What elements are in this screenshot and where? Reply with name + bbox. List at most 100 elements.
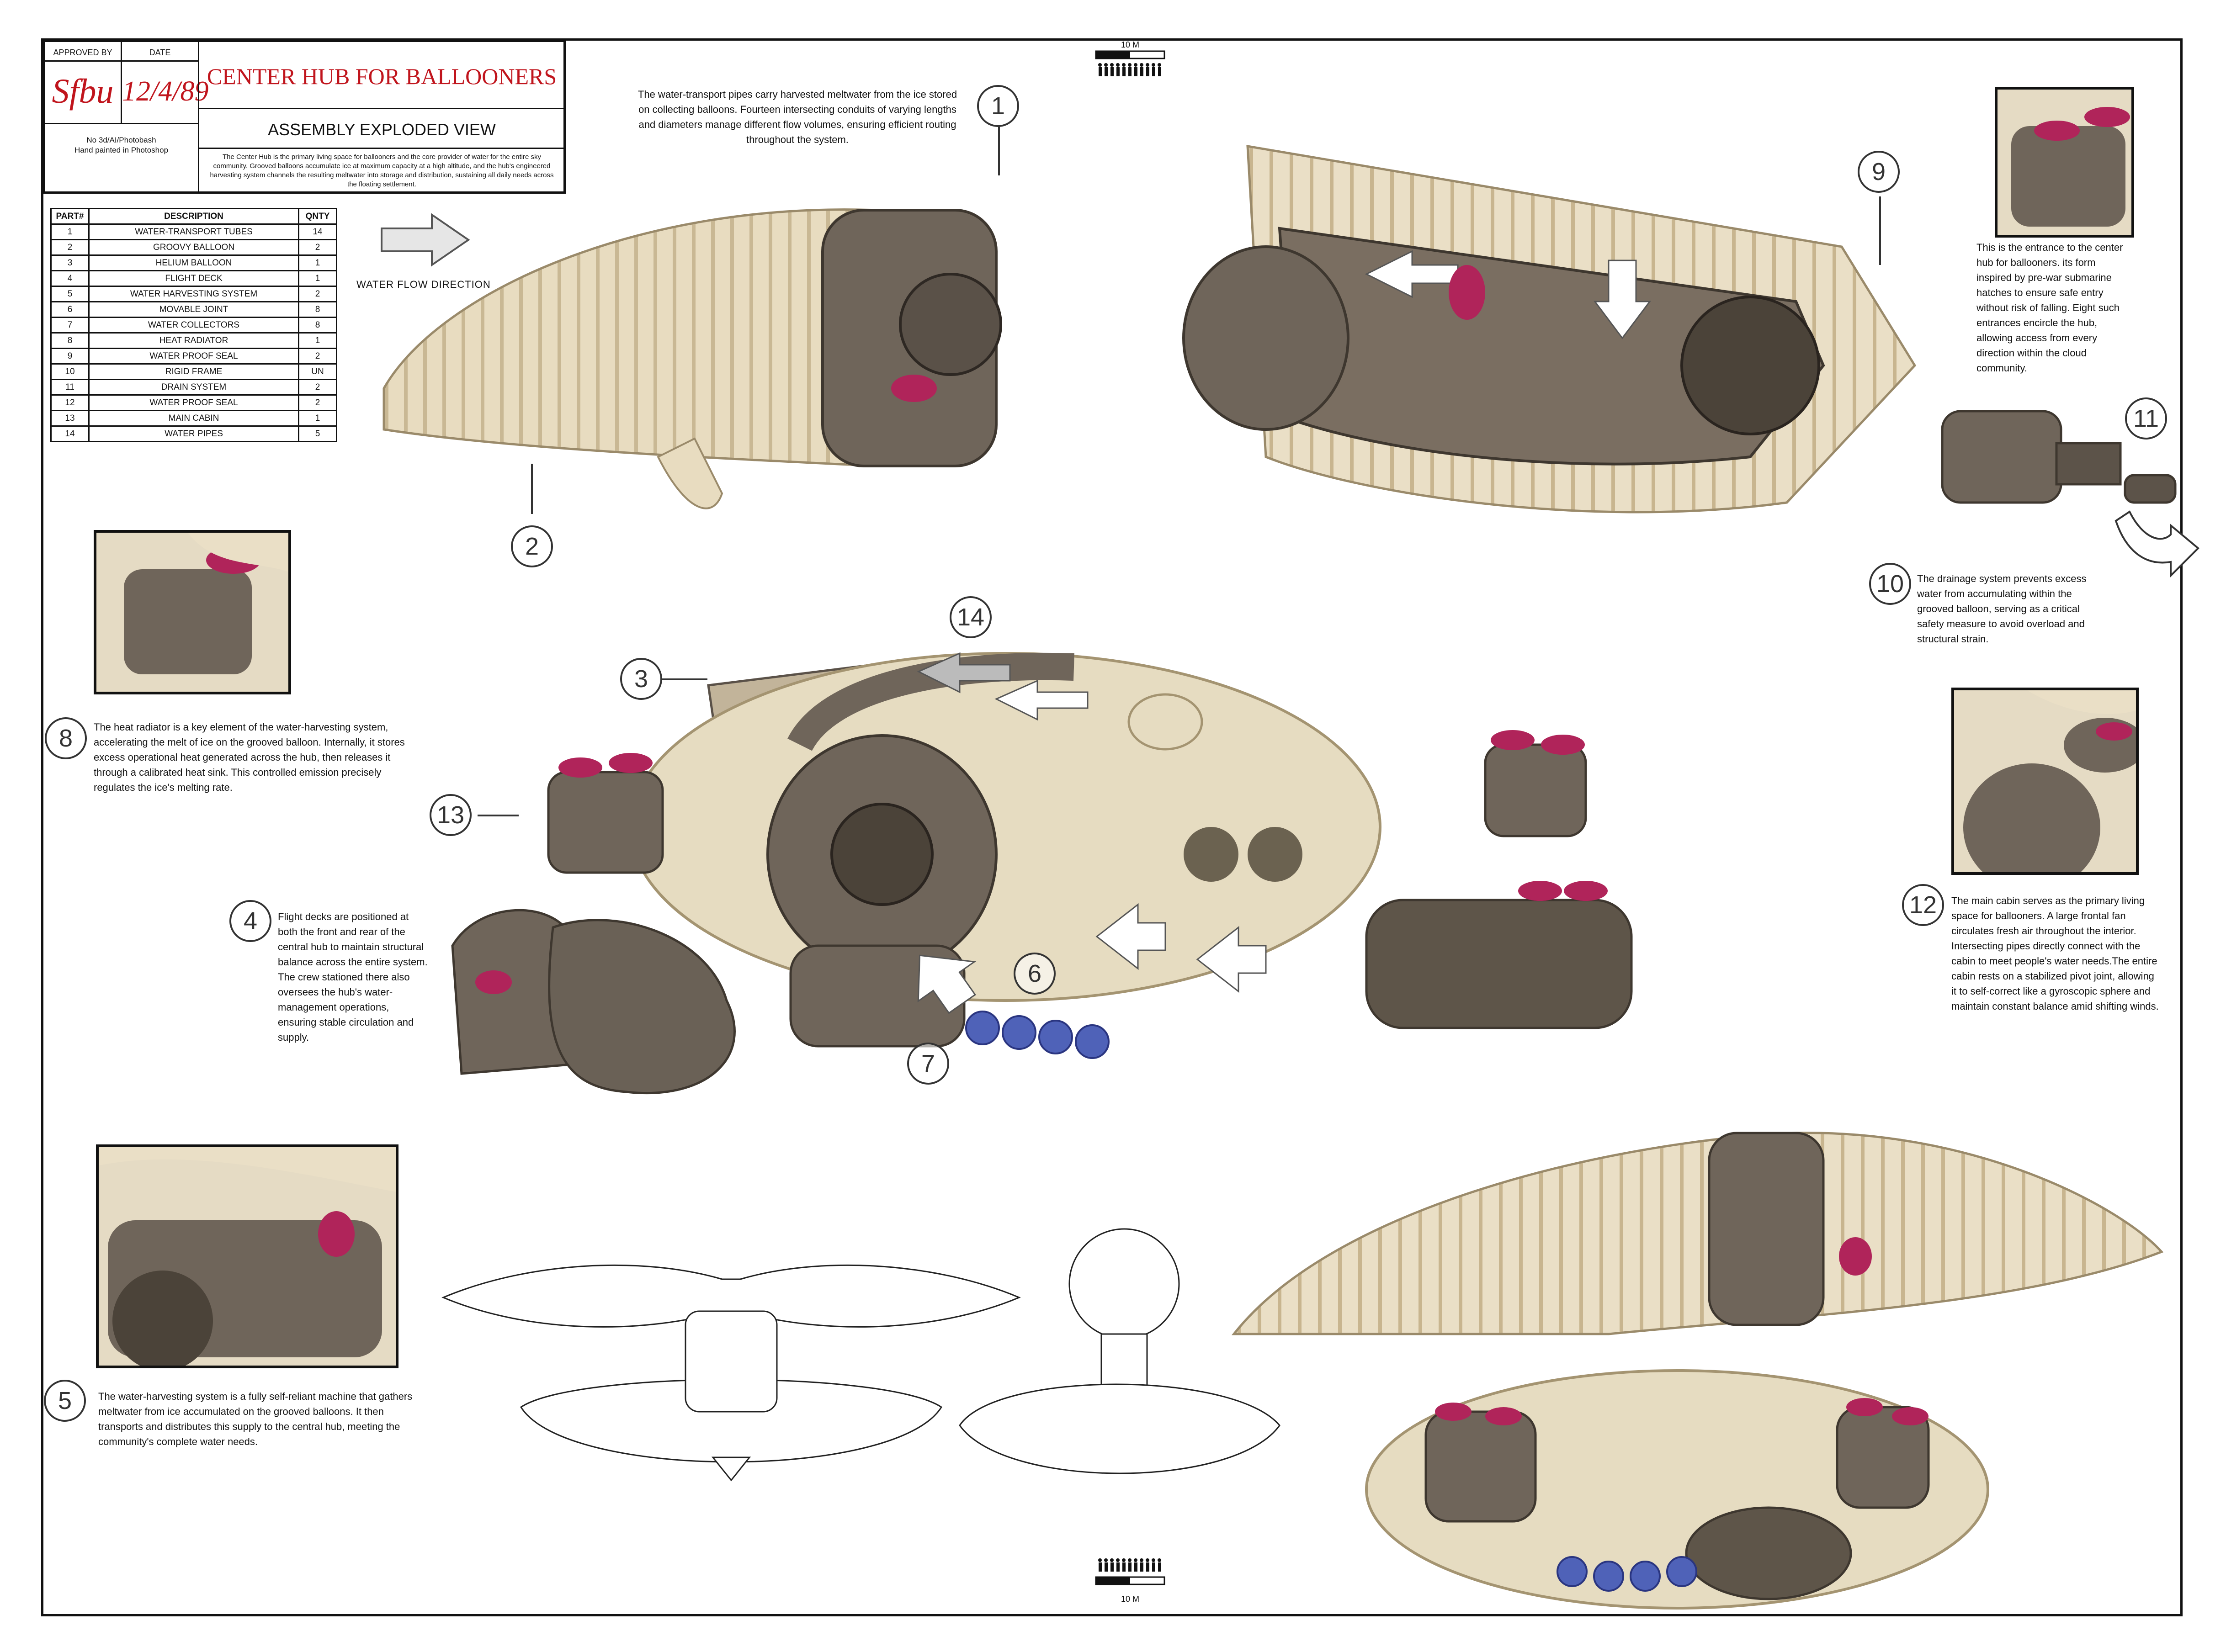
scale-figure-body: [1099, 67, 1102, 76]
part-number: 3: [50, 254, 90, 271]
callout-9: 9: [1858, 151, 1900, 193]
description-flight-deck: Flight decks are positioned at both the …: [278, 911, 428, 1043]
scale-figure-body: [1110, 1562, 1114, 1572]
callout-3: 3: [620, 658, 662, 700]
notes-line-1: No 3d/AI/Photobash: [86, 136, 156, 144]
date-label: DATE: [121, 41, 199, 62]
callout-4: 4: [229, 900, 271, 942]
summary-text: The Center Hub is the primary living spa…: [198, 148, 566, 194]
scale-bar-bottom: [1095, 1558, 1165, 1585]
part-number: 1: [50, 223, 90, 240]
part-qnty: 8: [298, 317, 337, 334]
scale-figure-body: [1099, 1562, 1102, 1572]
scale-figure-head: [1146, 63, 1149, 67]
page-title: CENTER HUB FOR BALLOONERS: [198, 41, 566, 109]
scale-figure-head: [1122, 1558, 1126, 1562]
callout-7: 7: [907, 1043, 949, 1085]
scale-figure-body: [1152, 1562, 1155, 1572]
scale-figure-head: [1128, 63, 1132, 67]
leader-13: [478, 815, 519, 816]
leader-1: [998, 126, 1000, 175]
signature: Sfbu: [43, 60, 122, 124]
scale-figure-head: [1128, 1558, 1132, 1562]
part-qnty: 14: [298, 223, 337, 240]
callout-11: 11: [2125, 397, 2167, 439]
parts-table-header: PART# DESCRIPTION QNTY: [50, 208, 337, 225]
callout-10: 10: [1869, 563, 1911, 605]
description-water-transport: The water-transport pipes carry harveste…: [638, 89, 957, 145]
part-description: WATER PROOF SEAL: [88, 394, 299, 411]
callout-13: 13: [430, 794, 472, 836]
scale-figure-body: [1116, 67, 1120, 76]
description-water-harvesting: The water-harvesting system is a fully s…: [98, 1391, 413, 1447]
scale-figure-body: [1105, 67, 1108, 76]
part-qnty: 2: [298, 394, 337, 411]
part-number: 11: [50, 379, 90, 396]
leader-3: [662, 678, 707, 680]
part-description: DRAIN SYSTEM: [88, 379, 299, 396]
part-qnty: UN: [298, 363, 337, 380]
scale-figure-head: [1158, 63, 1161, 67]
scale-figure-body: [1158, 67, 1161, 76]
assembled-hub-illustration: [1231, 1132, 2164, 1610]
scale-figure-head: [1116, 1558, 1120, 1562]
description-drainage: The drainage system prevents excess wate…: [1917, 573, 2087, 645]
part-number: 6: [50, 301, 90, 318]
callout-12: 12: [1902, 884, 1944, 926]
date-value: 12/4/89: [121, 60, 208, 124]
inset-heat-radiator: [94, 530, 291, 694]
groovy-balloon-cutaway-illustration: [1182, 145, 1917, 514]
scale-figure-body: [1128, 1562, 1132, 1572]
scale-figure-body: [1122, 1562, 1126, 1572]
callout-8: 8: [45, 717, 87, 759]
description-heat-radiator: The heat radiator is a key element of th…: [94, 721, 405, 793]
part-number: 14: [50, 425, 90, 442]
approved-by-label: APPROVED BY: [43, 41, 122, 62]
part-number: 9: [50, 348, 90, 365]
scale-figure-body: [1134, 1562, 1137, 1572]
scale-figure-head: [1098, 63, 1102, 67]
notes: No 3d/AI/Photobash Hand painted in Photo…: [43, 123, 199, 194]
inset-entrance-hatch: [1995, 87, 2134, 238]
part-number: 7: [50, 317, 90, 334]
scale-figure-body: [1140, 1562, 1143, 1572]
part-number: 12: [50, 394, 90, 411]
callout-6: 6: [1014, 953, 1056, 995]
scale-figure-head: [1110, 1558, 1114, 1562]
scale-figure-body: [1105, 1562, 1108, 1572]
description-entrance: This is the entrance to the center hub f…: [1976, 242, 2123, 374]
part-description: GROOVY BALLOON: [88, 239, 299, 256]
scale-figure-head: [1104, 63, 1108, 67]
callout-2: 2: [511, 525, 553, 567]
scale-figure-head: [1122, 63, 1126, 67]
scale-figure-body: [1110, 67, 1114, 76]
front-view-sketch: [441, 1265, 1021, 1482]
inset-main-cabin: [1951, 688, 2139, 875]
scale-figure-head: [1134, 1558, 1137, 1562]
scale-figure-head: [1140, 1558, 1143, 1562]
flow-direction-arrow: [381, 213, 470, 267]
col-description: DESCRIPTION: [88, 208, 299, 225]
part-number: 13: [50, 410, 90, 427]
part-description: WATER COLLECTORS: [88, 317, 299, 334]
part-description: MAIN CABIN: [88, 410, 299, 427]
part-number: 5: [50, 286, 90, 302]
scale-figure-body: [1122, 67, 1126, 76]
scale-figure-head: [1098, 1558, 1102, 1562]
callout-5: 5: [44, 1380, 86, 1422]
scale-label-bottom: 10 M: [1121, 1594, 1140, 1604]
part-qnty: 2: [298, 239, 337, 256]
drawing-border: [41, 38, 2183, 1616]
flow-direction-label: WATER FLOW DIRECTION: [356, 279, 491, 290]
part-qnty: 2: [298, 286, 337, 302]
